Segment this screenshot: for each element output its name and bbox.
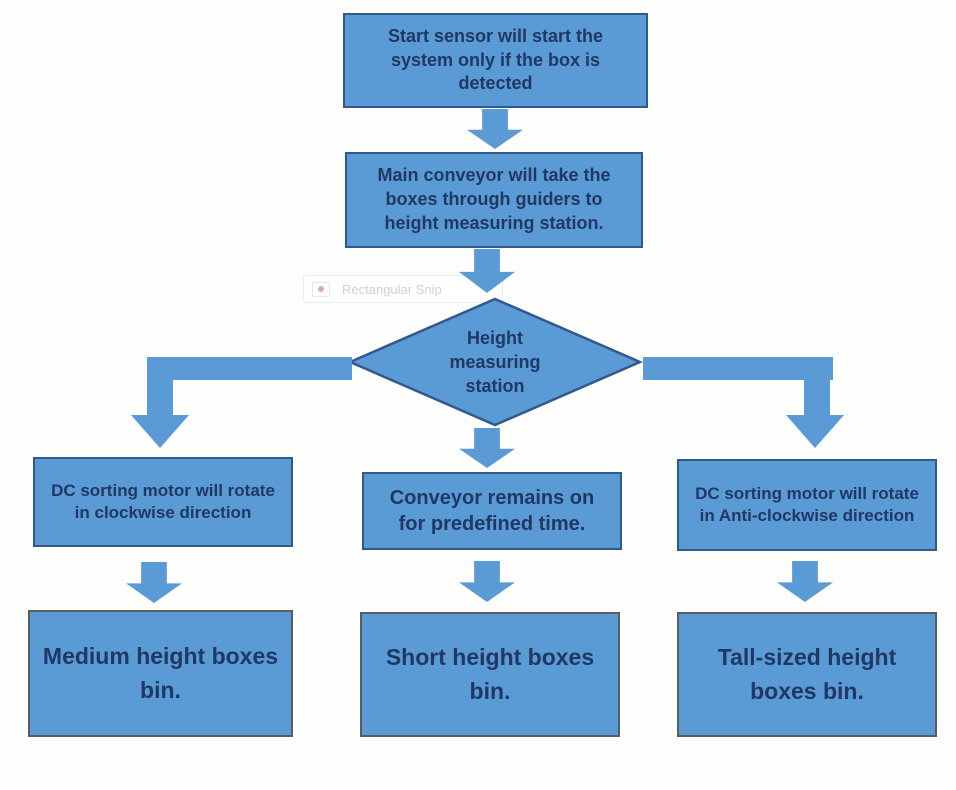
elbow-right-horizontal-bar bbox=[643, 357, 833, 380]
node-motor-clockwise-label: DC sorting motor will rotate in clockwis… bbox=[51, 480, 275, 522]
arrow-down-start-to-conveyor bbox=[467, 109, 523, 149]
ghost-tooltip-label: Rectangular Snip bbox=[342, 281, 442, 297]
diamond-shape bbox=[347, 297, 643, 427]
node-bin-medium: Medium height boxes bin. bbox=[28, 610, 293, 737]
node-start-sensor-label: Start sensor will start the system only … bbox=[387, 25, 604, 94]
elbow-right-arrowhead bbox=[786, 415, 844, 448]
node-motor-anticlockwise: DC sorting motor will rotate in Anti-clo… bbox=[677, 459, 937, 551]
elbow-arrow-decision-to-right bbox=[643, 357, 846, 448]
node-bin-short: Short height boxes bin. bbox=[360, 612, 620, 737]
arrow-down-mid-to-bin bbox=[459, 561, 515, 602]
node-motor-anticlockwise-label: DC sorting motor will rotate in Anti-clo… bbox=[695, 483, 919, 525]
elbow-left-arrowhead bbox=[131, 415, 189, 448]
elbow-right-vertical-bar bbox=[804, 357, 830, 416]
elbow-left-horizontal-bar bbox=[147, 357, 352, 380]
node-bin-tall: Tall-sized height boxes bin. bbox=[677, 612, 937, 737]
elbow-arrow-decision-to-left bbox=[131, 357, 352, 448]
node-start-sensor: Start sensor will start the system only … bbox=[343, 13, 648, 108]
node-decision-diamond: Height measuring station bbox=[347, 297, 643, 427]
node-bin-medium-label: Medium height boxes bin. bbox=[42, 643, 279, 703]
arrow-down-right-to-bin bbox=[777, 561, 833, 602]
snip-dot-icon bbox=[318, 286, 324, 292]
node-main-conveyor-label: Main conveyor will take the boxes throug… bbox=[377, 165, 611, 233]
node-decision-label: Height measuring station bbox=[449, 327, 541, 397]
node-conveyor-remains-on: Conveyor remains on for predefined time. bbox=[362, 472, 622, 550]
arrow-down-left-to-bin bbox=[126, 562, 182, 603]
arrow-down-decision-to-mid bbox=[459, 428, 515, 468]
elbow-left-vertical-bar bbox=[147, 357, 173, 416]
node-motor-clockwise: DC sorting motor will rotate in clockwis… bbox=[33, 457, 293, 547]
node-bin-tall-label: Tall-sized height boxes bin. bbox=[717, 644, 897, 704]
node-main-conveyor: Main conveyor will take the boxes throug… bbox=[345, 152, 643, 248]
node-bin-short-label: Short height boxes bin. bbox=[385, 644, 595, 704]
rectangular-snip-icon bbox=[312, 281, 330, 297]
node-conveyor-remains-on-label: Conveyor remains on for predefined time. bbox=[389, 486, 595, 535]
